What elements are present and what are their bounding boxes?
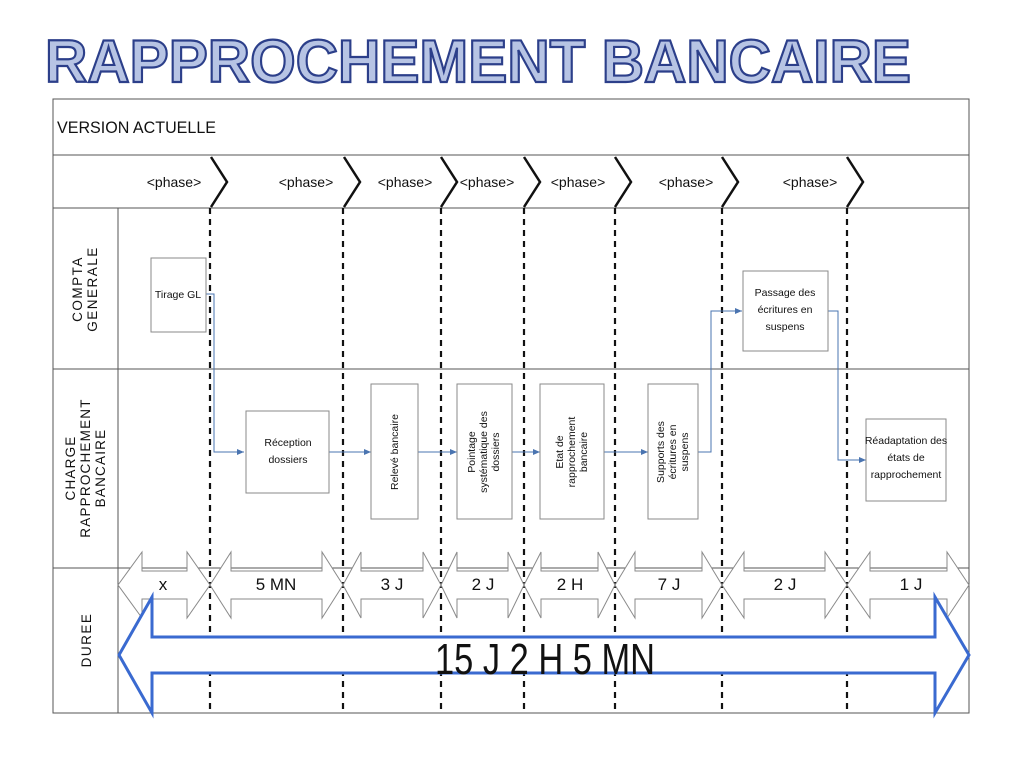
phase-chevron [720,156,740,208]
phase-label: <phase> [460,174,515,190]
duration-label: 2 J [774,575,797,594]
releve-label-line: Relevé bancaire [389,414,401,490]
phase-chevron [613,156,633,208]
etat-rapprochement-box [539,383,605,520]
phase-label: <phase> [279,174,334,190]
passage-label-line: Passage des [755,287,816,299]
supports-label-line: écritures en [667,424,679,479]
etat-label-line: Etat de [554,435,566,468]
lane-label-line: COMPTA [70,256,85,322]
diagram-frame [52,98,970,714]
phase-label: <phase> [659,174,714,190]
duration-label: x [159,575,168,594]
phase-label: <phase> [378,174,433,190]
lane-label-line: CHARGE [63,436,78,501]
phase-separators [208,208,849,713]
supports-ecritures-box [647,383,699,520]
lane-label-line: GENERALE [85,246,100,332]
duration-label: 3 J [381,575,404,594]
duration-label: 2 J [472,575,495,594]
phase-chevron [342,156,362,208]
duration-label: 2 H [557,575,583,594]
pointage-label-line: systématique des [478,411,490,493]
lane-label-duree: DUREE [79,613,94,668]
passage-label-line: suspens [765,321,804,333]
tirage-gl-box [150,257,207,333]
phase-label: <phase> [551,174,606,190]
etat-label: Etat de rapprochement bancaire [554,417,590,488]
phase-chevron [439,156,459,208]
total-duration-arrow [117,591,971,719]
lane-label-charge: CHARGE RAPPROCHEMENT BANCAIRE [63,398,108,537]
lane-label-line: DUREE [79,613,94,668]
pointage-label: Pointage systématique des dossiers [466,411,502,493]
tirage-gl-label: Tirage GL [155,289,201,301]
flow-arrow [206,293,244,455]
flow-arrow [828,310,866,463]
pointage-label-line: dossiers [490,432,502,471]
supports-label: Supports des écritures en suspens [655,421,691,483]
flow-connectors [206,293,866,463]
duration-label: 5 MN [256,575,297,594]
etat-label-line: rapprochement [566,417,578,488]
phase-label: <phase> [147,174,202,190]
supports-label-line: Supports des [655,421,667,483]
phase-chevron [845,156,865,208]
etat-label-line: bancaire [578,432,590,472]
phase-chevron [209,156,229,208]
phase-chevrons [209,156,865,208]
lane-label-line: BANCAIRE [93,429,108,508]
version-label: VERSION ACTUELLE [57,118,216,137]
lane-label-compta: COMPTA GENERALE [70,246,100,332]
phase-label: <phase> [783,174,838,190]
reception-label-line: dossiers [268,454,307,466]
duration-arrow [846,550,970,620]
total-duration-label: 15 J 2 H 5 MN [435,635,655,684]
readaptation-label-line: états de [887,452,925,464]
phase-chevron [522,156,542,208]
lane-label-line: RAPPROCHEMENT [78,398,93,537]
readaptation-box [865,418,947,502]
page-title: RAPPROCHEMENT BANCAIRE [45,28,911,95]
duration-label: 1 J [900,575,923,594]
reception-label-line: Réception [264,437,311,449]
readaptation-label-line: Réadaptation des [865,435,947,447]
duration-label: 7 J [658,575,681,594]
pointage-label-line: Pointage [466,431,478,473]
pointage-box [456,383,513,520]
releve-label: Relevé bancaire [389,414,401,490]
passage-ecritures-box [742,270,829,352]
flow-arrow [698,308,742,453]
supports-label-line: suspens [679,432,691,471]
readaptation-label-line: rapprochement [871,469,942,481]
passage-label-line: écritures en [758,304,813,316]
releve-bancaire-box [370,383,419,520]
reception-dossiers-box [245,410,330,494]
